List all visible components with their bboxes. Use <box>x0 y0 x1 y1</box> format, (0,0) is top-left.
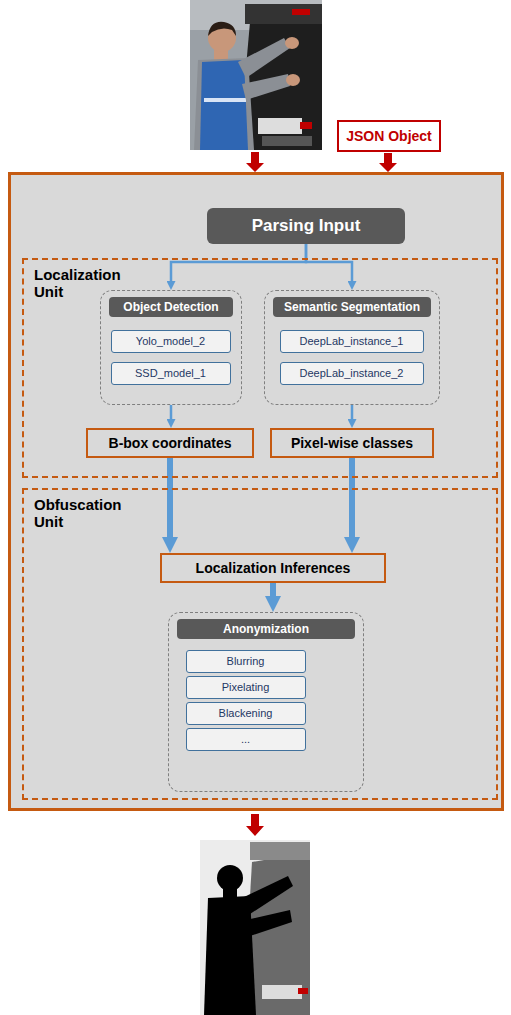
model-label: DeepLab_instance_1 <box>300 335 404 347</box>
model-box: SSD_model_1 <box>111 362 231 385</box>
input-arrow <box>246 152 264 172</box>
model-label: DeepLab_instance_2 <box>300 367 404 379</box>
model-box: Yolo_model_2 <box>111 330 231 353</box>
input-box: JSON Object <box>337 120 441 152</box>
model-label: ... <box>241 733 250 745</box>
flow-arrow <box>171 244 306 281</box>
output-box: Localization Inferences <box>160 553 386 583</box>
model-box: Blurring <box>186 650 306 673</box>
model-label: Yolo_model_2 <box>136 335 205 347</box>
model-box: ... <box>186 728 306 751</box>
system-frame <box>10 174 503 810</box>
output-box: B-box coordinates <box>86 428 254 458</box>
input-photo <box>190 0 322 150</box>
group-header: Anonymization <box>177 619 355 639</box>
model-group: Object DetectionYolo_model_2SSD_model_1 <box>100 290 242 405</box>
model-box: Blackening <box>186 702 306 725</box>
unit-label: Obfuscation Unit <box>34 496 139 530</box>
model-label: SSD_model_1 <box>135 367 206 379</box>
unit-region: Localization UnitObject DetectionYolo_mo… <box>22 258 498 478</box>
model-box: Pixelating <box>186 676 306 699</box>
model-label: Blackening <box>219 707 273 719</box>
flow-arrow <box>306 244 352 281</box>
process-label: Parsing Input <box>252 216 361 236</box>
flow-arrow <box>349 458 355 537</box>
process-box: Parsing Input <box>207 208 405 244</box>
model-label: Pixelating <box>222 681 270 693</box>
output-photo <box>200 840 310 1015</box>
model-group: AnonymizationBlurringPixelatingBlackenin… <box>168 612 364 792</box>
flow-arrow <box>170 405 173 419</box>
group-header: Object Detection <box>109 297 233 317</box>
output-arrow <box>246 814 264 836</box>
flow-arrow <box>270 583 276 596</box>
group-header: Semantic Segmentation <box>273 297 431 317</box>
input-label: JSON Object <box>346 128 432 144</box>
output-box: Pixel-wise classes <box>270 428 434 458</box>
unit-label: Localization Unit <box>34 266 139 300</box>
output-label: B-box coordinates <box>109 435 232 451</box>
model-box: DeepLab_instance_1 <box>280 330 424 353</box>
flow-arrow <box>167 458 173 537</box>
output-label: Localization Inferences <box>196 560 351 576</box>
model-box: DeepLab_instance_2 <box>280 362 424 385</box>
model-label: Blurring <box>227 655 265 667</box>
input-arrow <box>379 153 397 172</box>
model-group: Semantic SegmentationDeepLab_instance_1D… <box>264 290 440 405</box>
flow-arrow <box>351 405 354 419</box>
unit-region: Obfuscation UnitLocalization InferencesA… <box>22 488 498 800</box>
output-label: Pixel-wise classes <box>291 435 413 451</box>
